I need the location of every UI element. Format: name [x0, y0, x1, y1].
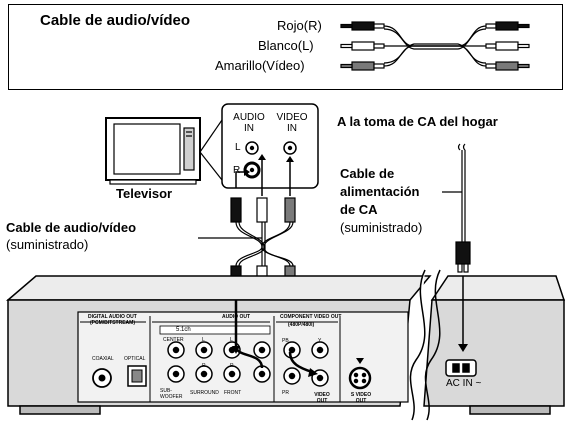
pr-label: PR — [282, 390, 289, 396]
tv-video-in-label: VIDEO IN — [276, 112, 308, 134]
av-cable-title: Cable de audio/vídeo — [6, 220, 137, 235]
optical-label: OPTICAL — [124, 356, 146, 362]
audio-l-label-2: L — [230, 337, 233, 343]
center-label: CENTER — [163, 337, 184, 343]
power-outlet-label: A la toma de CA del hogar — [337, 114, 498, 129]
optical-jack — [127, 365, 147, 387]
surround-label: SURROUND — [190, 390, 219, 396]
progressive-label: (480P/480I) — [288, 322, 315, 328]
av-cable-plugs-top — [230, 197, 296, 223]
ch51-label: 5.1ch — [176, 327, 191, 333]
legend-white-label: Blanco(L) — [258, 38, 314, 53]
tv-label: Televisor — [116, 186, 173, 201]
legend-cable-icon — [340, 21, 530, 71]
audio-out-label: AUDIO OUT — [222, 314, 251, 320]
front-label: FRONT — [224, 390, 242, 396]
av-cable-wires — [235, 221, 294, 267]
pb-label: PB — [282, 338, 289, 344]
ac-inlet-icon — [445, 359, 477, 377]
pcm-bitstream-label: (PCM/BITSTREAM) — [90, 320, 135, 326]
tv-jack-l-label: L — [235, 142, 241, 153]
power-cable-title-2: alimentación — [340, 184, 420, 199]
s-video-out-label: S VIDEO OUT — [350, 392, 372, 404]
coaxial-label: COAXIAL — [92, 356, 114, 362]
s-video-out-jack — [348, 358, 372, 390]
component-video-jacks — [283, 341, 329, 385]
audio-r-label-1: R — [202, 363, 206, 369]
legend-title: Cable de audio/vídeo — [40, 12, 191, 29]
power-cable — [442, 143, 471, 273]
tv-audio-in-label: AUDIO IN — [233, 112, 265, 134]
av-cable-note: (suministrado) — [6, 237, 89, 252]
legend-red-label: Rojo(R) — [277, 18, 322, 33]
legend-box — [8, 4, 563, 90]
ac-in-label: AC IN ~ — [446, 378, 482, 389]
power-cable-title-3: de CA — [340, 202, 378, 217]
legend-yellow-label: Amarillo(Vídeo) — [215, 58, 305, 73]
break-mark — [409, 269, 426, 421]
audio-r-label-2: R — [230, 363, 234, 369]
component-video-out-label: COMPONENT VIDEO OUT — [280, 314, 342, 320]
audio-l-label-1: L — [202, 337, 205, 343]
power-cable-note: (suministrado) — [340, 220, 423, 235]
television-icon — [105, 117, 201, 185]
tv-jack-r-label: R — [233, 165, 241, 176]
subwoofer-label: SUB-WOOFER — [160, 388, 183, 400]
coaxial-jack — [92, 368, 112, 388]
video-out-label: VIDEO OUT — [314, 392, 330, 404]
y-label: Y — [318, 338, 322, 344]
power-cable-title-1: Cable de — [340, 166, 395, 181]
back-panel — [77, 311, 409, 403]
digital-audio-out-label: DIGITAL AUDIO OUT — [88, 314, 137, 320]
